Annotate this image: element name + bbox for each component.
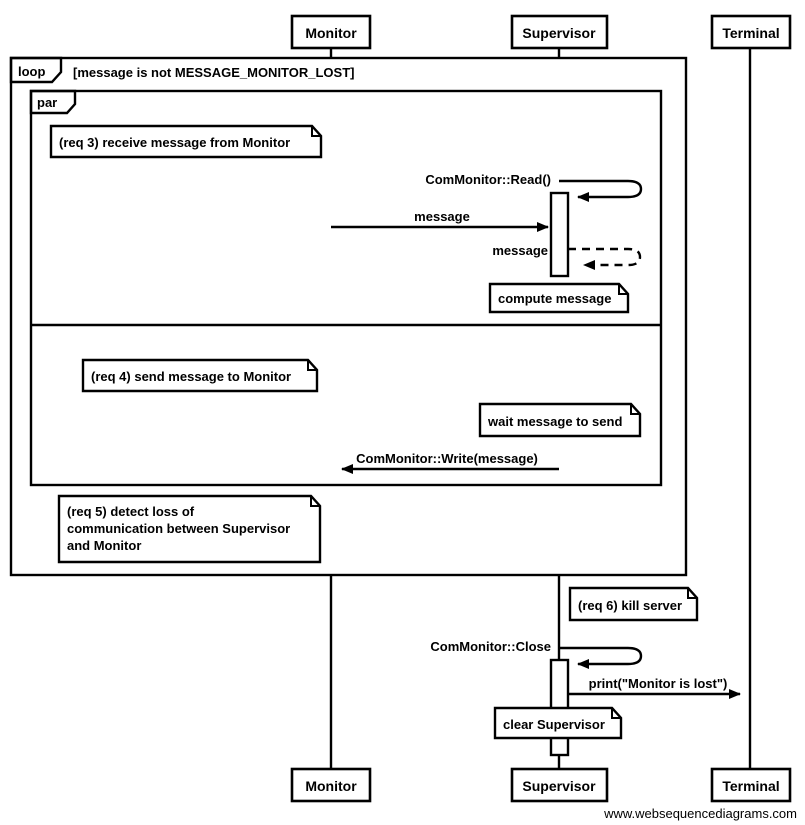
note-req6[interactable]: (req 6) kill server bbox=[568, 586, 699, 622]
message-com-monitor-close-arrow bbox=[559, 646, 643, 669]
note-req5-fold bbox=[310, 496, 320, 507]
fragment-par-tab bbox=[29, 89, 77, 115]
fragment-loop-condition: [message is not MESSAGE_MONITOR_LOST] bbox=[73, 65, 354, 80]
actor-head-terminal-label: Terminal bbox=[722, 25, 779, 41]
note-compute-message-shape bbox=[488, 282, 630, 314]
message-message-return[interactable]: message bbox=[492, 243, 642, 270]
note-req4-shape bbox=[81, 358, 319, 393]
actor-foot-monitor-box bbox=[290, 767, 372, 803]
note-req5[interactable]: (req 5) detect loss of communication bet… bbox=[57, 494, 322, 564]
actor-head-monitor[interactable]: Monitor bbox=[290, 14, 372, 50]
message-com-monitor-read[interactable]: ComMonitor::Read() bbox=[425, 172, 643, 202]
message-com-monitor-read-label: ComMonitor::Read() bbox=[425, 172, 551, 187]
note-req3-fold bbox=[311, 126, 321, 137]
note-req3-line-1: (req 3) receive message from Monitor bbox=[59, 135, 290, 150]
note-req3[interactable]: (req 3) receive message from Monitor bbox=[49, 124, 323, 159]
note-req3-shape bbox=[49, 124, 323, 159]
actor-foot-terminal-box bbox=[710, 767, 792, 803]
note-compute-message-fold bbox=[618, 284, 628, 295]
message-message-to-supervisor[interactable]: message bbox=[331, 209, 549, 232]
message-com-monitor-read-arrow bbox=[559, 179, 643, 202]
fragment-loop-label: loop bbox=[18, 64, 45, 79]
note-clear-supervisor-shape bbox=[493, 706, 623, 740]
note-req6-line-1: (req 6) kill server bbox=[578, 598, 682, 613]
message-message-to-supervisor-label: message bbox=[414, 209, 470, 224]
note-wait-message-shape bbox=[478, 402, 642, 438]
note-clear-supervisor-line-1: clear Supervisor bbox=[503, 717, 605, 732]
message-com-monitor-close-label: ComMonitor::Close bbox=[430, 639, 551, 654]
actor-foot-supervisor-label: Supervisor bbox=[522, 778, 596, 794]
actor-head-supervisor-label: Supervisor bbox=[522, 25, 596, 41]
actor-head-terminal-box bbox=[710, 14, 792, 50]
note-compute-message[interactable]: compute message bbox=[488, 282, 630, 314]
actor-foot-monitor-label: Monitor bbox=[305, 778, 357, 794]
actor-head-monitor-box bbox=[290, 14, 372, 50]
note-req4-line-1: (req 4) send message to Monitor bbox=[91, 369, 291, 384]
actor-head-supervisor[interactable]: Supervisor bbox=[510, 14, 609, 50]
note-wait-message-fold bbox=[630, 404, 640, 415]
fragment-loop-tab bbox=[9, 56, 63, 84]
note-req5-line-1: (req 5) detect loss of bbox=[67, 504, 195, 519]
note-req6-shape bbox=[568, 586, 699, 622]
activation-bar-supervisor-top bbox=[549, 191, 570, 278]
actor-head-monitor-label: Monitor bbox=[305, 25, 357, 41]
note-req4-fold bbox=[307, 360, 317, 371]
footer-watermark: www.websequencediagrams.com bbox=[603, 806, 797, 821]
message-message-return-label: message bbox=[492, 243, 548, 258]
actor-foot-supervisor-box bbox=[510, 767, 609, 803]
message-com-monitor-close[interactable]: ComMonitor::Close bbox=[430, 639, 643, 669]
note-clear-supervisor[interactable]: clear Supervisor bbox=[493, 706, 623, 740]
actor-head-supervisor-box bbox=[510, 14, 609, 50]
fragment-par-label: par bbox=[37, 95, 57, 110]
message-message-return-arrow bbox=[568, 247, 642, 270]
actor-head-terminal[interactable]: Terminal bbox=[710, 14, 792, 50]
note-req4[interactable]: (req 4) send message to Monitor bbox=[81, 358, 319, 393]
note-req6-fold bbox=[687, 588, 697, 599]
actor-foot-supervisor[interactable]: Supervisor bbox=[510, 767, 609, 803]
message-print-monitor-lost[interactable]: print("Monitor is lost") bbox=[568, 676, 741, 699]
actor-foot-terminal-label: Terminal bbox=[722, 778, 779, 794]
message-com-monitor-write[interactable]: ComMonitor::Write(message) bbox=[341, 451, 559, 474]
note-wait-message-line-1: wait message to send bbox=[487, 414, 622, 429]
message-print-monitor-lost-label: print("Monitor is lost") bbox=[589, 676, 728, 691]
actor-foot-monitor[interactable]: Monitor bbox=[290, 767, 372, 803]
note-req5-line-3: and Monitor bbox=[67, 538, 141, 553]
actor-foot-terminal[interactable]: Terminal bbox=[710, 767, 792, 803]
note-req5-shape bbox=[57, 494, 322, 564]
note-req5-line-2: communication between Supervisor bbox=[67, 521, 290, 536]
note-wait-message[interactable]: wait message to send bbox=[478, 402, 642, 438]
note-clear-supervisor-fold bbox=[611, 708, 621, 719]
message-com-monitor-write-label: ComMonitor::Write(message) bbox=[356, 451, 538, 466]
note-compute-message-line-1: compute message bbox=[498, 291, 611, 306]
